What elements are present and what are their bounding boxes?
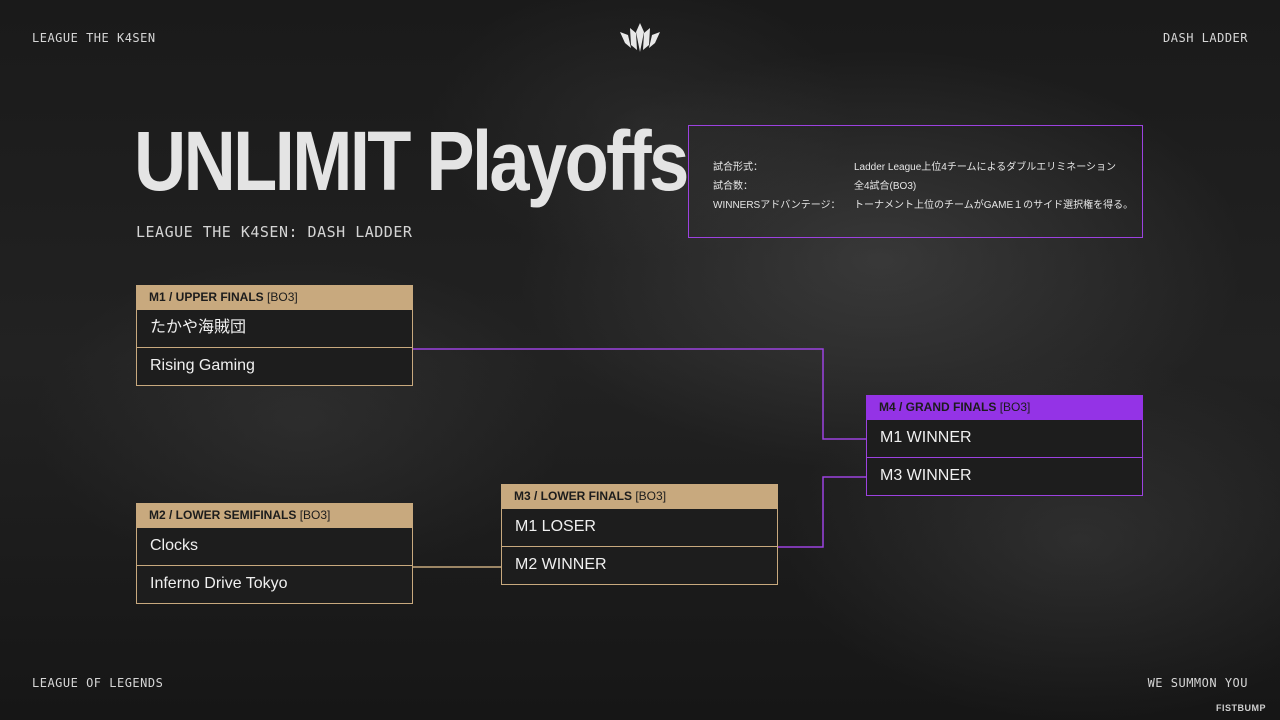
match-format: [BO3]: [299, 508, 331, 522]
info-label: 試合形式：: [713, 162, 763, 173]
connector-m3-to-m4: [778, 476, 866, 548]
info-value: 全4試合(BO3): [854, 181, 917, 192]
team-slot: Rising Gaming: [136, 348, 413, 386]
info-row-format: 試合形式： Ladder League上位4チームによるダブルエリミネーション: [713, 158, 1116, 173]
info-row-match-count: 試合数： 全4試合(BO3): [713, 177, 916, 192]
bottom-right-label: WE SUMMON YOU: [1147, 676, 1248, 690]
match-label: M2 / LOWER SEMIFINALS: [149, 508, 297, 522]
match-header: M3 / LOWER FINALS [BO3]: [501, 484, 778, 509]
team-slot: Clocks: [136, 528, 413, 566]
rules-info-box: 試合形式： Ladder League上位4チームによるダブルエリミネーション …: [688, 125, 1143, 238]
info-label: WINNERSアドバンテージ：: [713, 200, 841, 211]
team-slot: M1 WINNER: [866, 420, 1143, 458]
match-card-m4: M4 / GRAND FINALS [BO3] M1 WINNER M3 WIN…: [866, 395, 1143, 496]
page-title: UNLIMIT Playoffs: [134, 114, 689, 208]
team-slot: Inferno Drive Tokyo: [136, 566, 413, 604]
top-left-label: LEAGUE THE K4SEN: [32, 31, 156, 45]
top-right-label: DASH LADDER: [1163, 31, 1248, 45]
info-value: トーナメント上位のチームがGAME１のサイド選択権を得る。: [854, 200, 1134, 211]
connector-m1-to-m4: [413, 348, 866, 440]
team-slot: M1 LOSER: [501, 509, 778, 547]
info-label: 試合数：: [713, 181, 753, 192]
match-label: M4 / GRAND FINALS: [879, 400, 997, 414]
bottom-left-label: LEAGUE OF LEGENDS: [32, 676, 164, 690]
match-header: M2 / LOWER SEMIFINALS [BO3]: [136, 503, 413, 528]
match-label: M1 / UPPER FINALS: [149, 290, 264, 304]
info-row-advantage: WINNERSアドバンテージ： トーナメント上位のチームがGAME１のサイド選択…: [713, 196, 1133, 211]
info-value: Ladder League上位4チームによるダブルエリミネーション: [854, 162, 1117, 173]
match-format: [BO3]: [635, 489, 667, 503]
match-format: [BO3]: [267, 290, 298, 304]
team-slot: M3 WINNER: [866, 458, 1143, 496]
match-card-m1: M1 / UPPER FINALS [BO3] たかや海賊団 Rising Ga…: [136, 285, 413, 386]
page-subtitle: LEAGUE THE K4SEN: DASH LADDER: [136, 223, 413, 241]
match-header: M1 / UPPER FINALS [BO3]: [136, 285, 413, 310]
crown-logo-icon: [620, 23, 660, 52]
brand-logo-text: FISTBUMP: [1216, 703, 1266, 713]
match-format: [BO3]: [999, 400, 1031, 414]
team-slot: たかや海賊団: [136, 310, 413, 348]
match-card-m3: M3 / LOWER FINALS [BO3] M1 LOSER M2 WINN…: [501, 484, 778, 585]
team-slot: M2 WINNER: [501, 547, 778, 585]
match-label: M3 / LOWER FINALS: [514, 489, 632, 503]
match-header: M4 / GRAND FINALS [BO3]: [866, 395, 1143, 420]
match-card-m2: M2 / LOWER SEMIFINALS [BO3] Clocks Infer…: [136, 503, 413, 604]
